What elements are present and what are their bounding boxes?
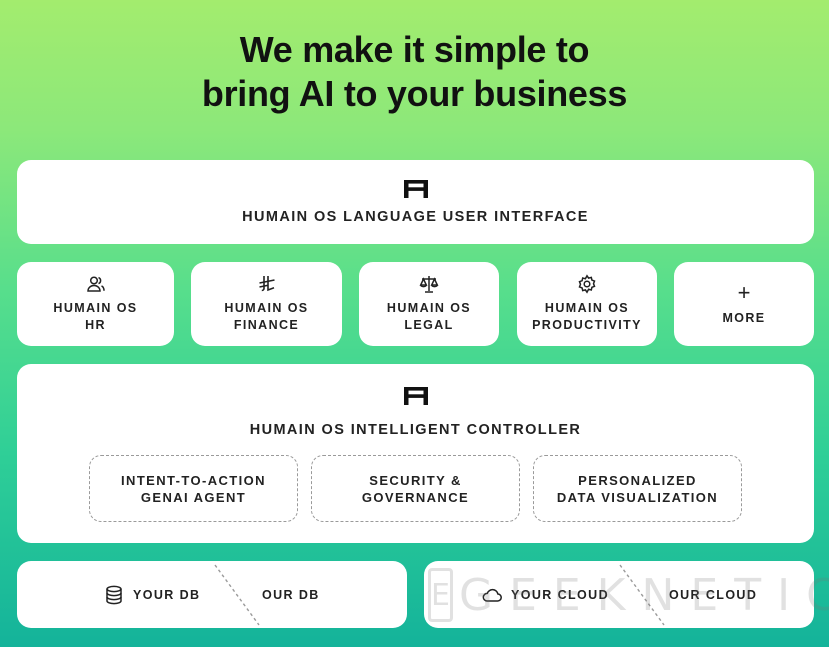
currency-icon xyxy=(257,274,277,294)
your-cloud-label: YOUR CLOUD xyxy=(511,587,610,602)
module-finance-line-1: HUMAIN OS xyxy=(224,301,309,315)
feature-security-governance: SECURITY & GOVERNANCE xyxy=(311,455,520,522)
your-db-label: YOUR DB xyxy=(133,587,201,602)
intelligent-controller-layer: HUMAIN OS INTELLIGENT CONTROLLER xyxy=(17,364,814,543)
language-ui-label: HUMAIN OS LANGUAGE USER INTERFACE xyxy=(242,209,589,225)
module-hr-line-2: HR xyxy=(85,318,106,332)
module-card-legal[interactable]: HUMAIN OS LEGAL xyxy=(359,262,499,346)
gear-icon xyxy=(577,274,597,294)
scales-icon xyxy=(419,274,439,294)
feature-intent-to-action: INTENT-TO-ACTION GENAI AGENT xyxy=(89,455,298,522)
language-ui-layer: HUMAIN OS LANGUAGE USER INTERFACE xyxy=(17,160,814,244)
module-card-more[interactable]: + MORE xyxy=(674,262,814,346)
users-icon xyxy=(86,274,106,294)
module-productivity-line-1: HUMAIN OS xyxy=(544,301,630,315)
humain-logo-icon xyxy=(403,386,429,406)
feature-1-line-1: INTENT-TO-ACTION xyxy=(121,472,266,488)
feature-2-line-1: SECURITY & xyxy=(369,472,462,488)
module-finance-line-2: FINANCE xyxy=(233,318,300,332)
title-line-2: bring AI to your business xyxy=(201,73,628,114)
cloud-icon xyxy=(482,587,502,603)
module-more-label: MORE xyxy=(722,310,766,325)
feature-1-line-2: GENAI AGENT xyxy=(140,489,247,505)
database-icon xyxy=(105,585,123,605)
module-hr-line-1: HUMAIN OS xyxy=(53,301,138,315)
humain-logo-icon xyxy=(403,179,429,199)
feature-3-line-2: DATA VISUALIZATION xyxy=(556,489,719,505)
cloud-layer: YOUR CLOUD OUR CLOUD xyxy=(424,561,814,628)
divider-line xyxy=(214,564,260,626)
module-productivity-line-2: PRODUCTIVITY xyxy=(532,318,642,332)
our-cloud-label: OUR CLOUD xyxy=(669,587,758,602)
module-card-finance[interactable]: HUMAIN OS FINANCE xyxy=(191,262,342,346)
plus-icon: + xyxy=(737,279,751,305)
divider-line xyxy=(619,564,665,626)
module-legal-line-1: HUMAIN OS xyxy=(386,301,472,315)
our-db-label: OUR DB xyxy=(262,587,320,602)
database-layer: YOUR DB OUR DB xyxy=(17,561,407,628)
controller-label: HUMAIN OS INTELLIGENT CONTROLLER xyxy=(249,422,582,438)
page-title: We make it simple to bring AI to your bu… xyxy=(0,28,829,116)
feature-data-visualization: PERSONALIZED DATA VISUALIZATION xyxy=(533,455,742,522)
feature-3-line-1: PERSONALIZED xyxy=(578,472,697,488)
feature-2-line-2: GOVERNANCE xyxy=(361,489,470,505)
title-line-1: We make it simple to xyxy=(239,29,590,70)
module-legal-line-2: LEGAL xyxy=(404,318,454,332)
module-card-hr[interactable]: HUMAIN OS HR xyxy=(17,262,174,346)
module-card-productivity[interactable]: HUMAIN OS PRODUCTIVITY xyxy=(517,262,657,346)
